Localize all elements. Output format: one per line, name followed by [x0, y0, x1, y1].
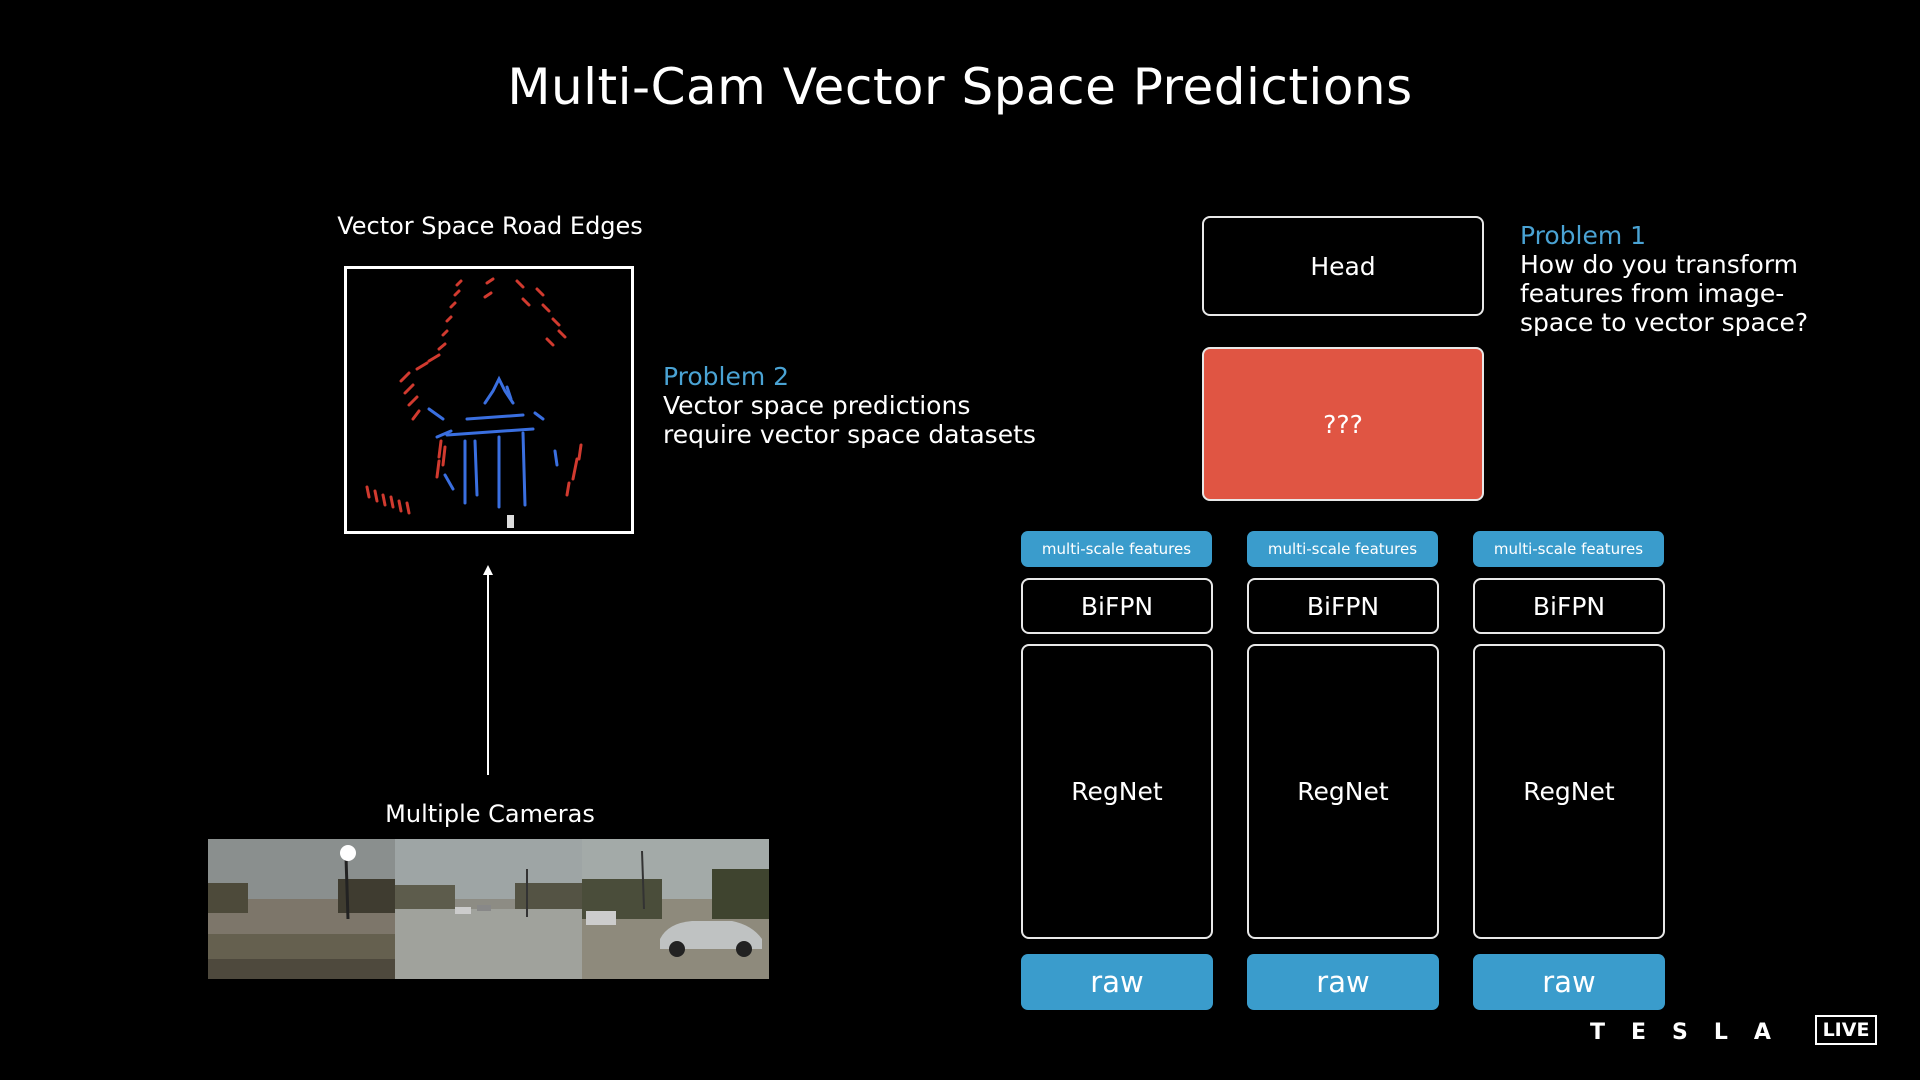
road-edges-visualization: [344, 266, 634, 534]
road-edges-label: Vector Space Road Edges: [337, 212, 643, 240]
regnet-box: RegNet: [1021, 644, 1213, 939]
slide-title: Multi-Cam Vector Space Predictions: [507, 58, 1413, 116]
camera-image-right: [582, 839, 769, 979]
tesla-wordmark: TESLA: [1590, 1020, 1797, 1045]
unknown-transform-box: ???: [1202, 347, 1484, 501]
problem1-line2: features from image-: [1520, 279, 1785, 308]
multi-scale-features-badge: multi-scale features: [1473, 531, 1664, 567]
problem2-text: Problem 2 Vector space predictions requi…: [663, 362, 1083, 449]
cameras-label: Multiple Cameras: [385, 800, 595, 828]
camera-image-left: [208, 839, 395, 979]
multi-scale-features-badge: multi-scale features: [1021, 531, 1212, 567]
regnet-box: RegNet: [1473, 644, 1665, 939]
camera-image-center: [395, 839, 582, 979]
road-edges-plot: [365, 277, 583, 528]
problem1-line3: space to vector space?: [1520, 308, 1809, 337]
problem1-text: Problem 1 How do you transform features …: [1520, 221, 1900, 337]
regnet-box: RegNet: [1247, 644, 1439, 939]
problem1-line1: How do you transform: [1520, 250, 1799, 279]
raw-input-badge: raw: [1473, 954, 1665, 1010]
up-arrow: [483, 565, 493, 775]
bifpn-box: BiFPN: [1021, 578, 1213, 634]
problem2-line1: Vector space predictions: [663, 391, 971, 420]
raw-input-badge: raw: [1247, 954, 1439, 1010]
bifpn-box: BiFPN: [1247, 578, 1439, 634]
problem2-heading: Problem 2: [663, 362, 790, 391]
problem2-line2: require vector space datasets: [663, 420, 1036, 449]
head-box: Head: [1202, 216, 1484, 316]
bifpn-box: BiFPN: [1473, 578, 1665, 634]
multi-scale-features-badge: multi-scale features: [1247, 531, 1438, 567]
live-badge: LIVE: [1815, 1015, 1877, 1045]
raw-input-badge: raw: [1021, 954, 1213, 1010]
camera-strip: [208, 839, 769, 979]
problem1-heading: Problem 1: [1520, 221, 1647, 250]
